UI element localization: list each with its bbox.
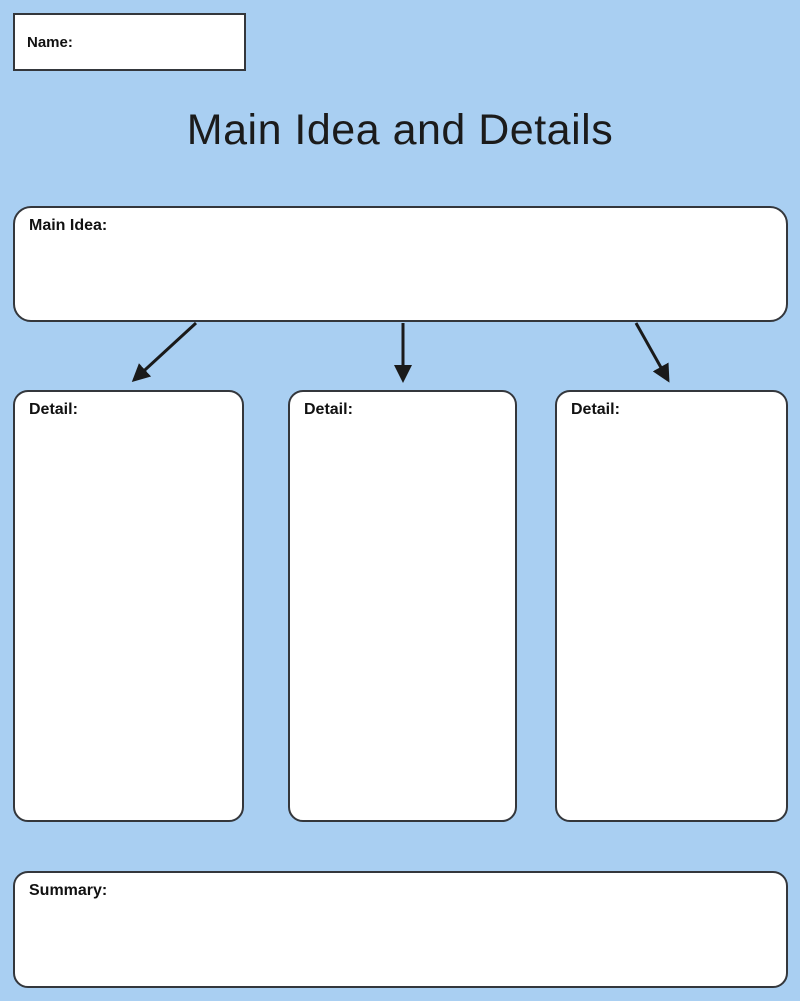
summary-write-area[interactable] xyxy=(15,905,786,986)
detail-2-write-area[interactable] xyxy=(290,424,515,820)
main-idea-write-area[interactable] xyxy=(15,240,786,320)
detail-3-write-area[interactable] xyxy=(557,424,786,820)
detail-1-write-area[interactable] xyxy=(15,424,242,820)
arrow-right xyxy=(634,322,670,383)
page-title: Main Idea and Details xyxy=(186,106,614,154)
arrow-left xyxy=(131,322,198,383)
detail-3-label: Detail: xyxy=(571,401,620,418)
name-label: Name: xyxy=(27,33,73,51)
main-idea-box[interactable]: Main Idea: xyxy=(13,206,788,322)
detail-2-label: Detail: xyxy=(304,401,353,418)
detail-box-1[interactable]: Detail: xyxy=(13,390,244,822)
connector-arrows xyxy=(131,322,670,383)
main-idea-label: Main Idea: xyxy=(29,217,108,234)
detail-1-label: Detail: xyxy=(29,401,78,418)
summary-label: Summary: xyxy=(29,882,108,899)
detail-box-3[interactable]: Detail: xyxy=(555,390,788,822)
summary-box[interactable]: Summary: xyxy=(13,871,788,988)
name-box[interactable]: Name: xyxy=(13,13,246,71)
detail-box-2[interactable]: Detail: xyxy=(288,390,517,822)
